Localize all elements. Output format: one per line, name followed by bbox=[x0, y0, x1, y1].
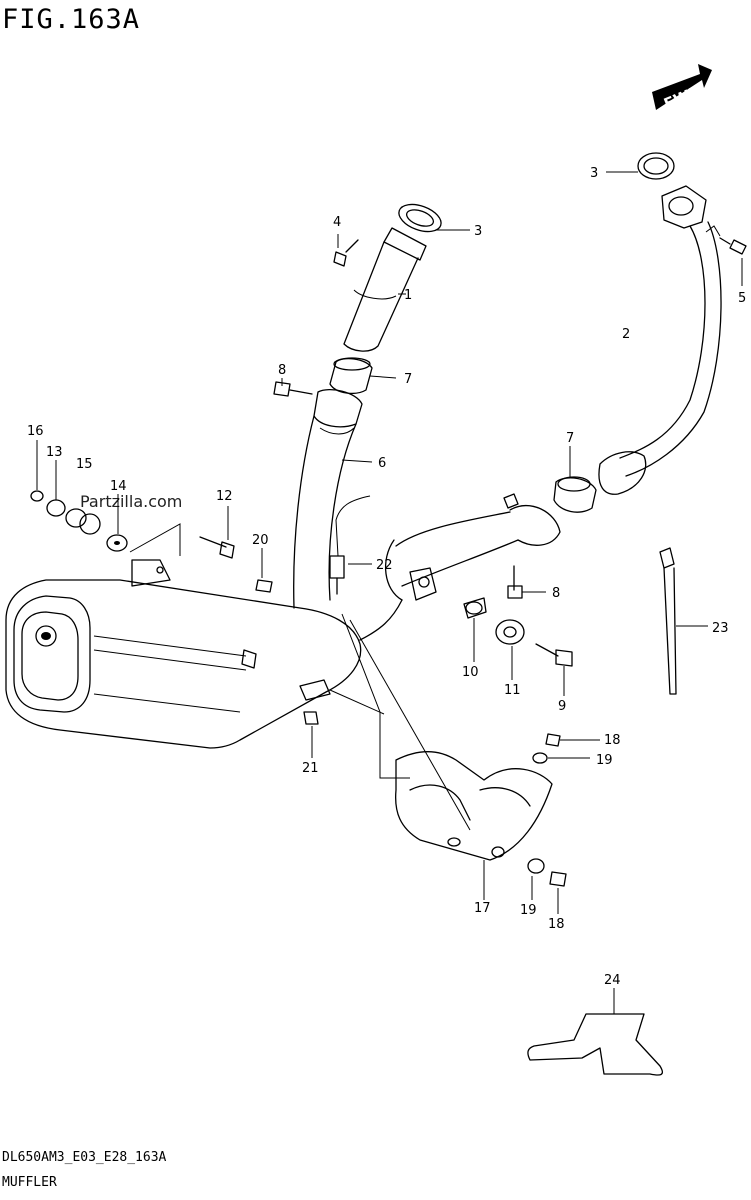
nut-21 bbox=[303, 711, 319, 725]
callout-23: 23 bbox=[712, 621, 729, 636]
callout-20: 20 bbox=[252, 533, 269, 548]
screw-18-upper bbox=[545, 733, 561, 747]
callout-3a: 3 bbox=[474, 224, 482, 239]
callout-13: 13 bbox=[46, 445, 63, 460]
callout-7a: 7 bbox=[404, 372, 412, 387]
protector-17 bbox=[394, 751, 553, 861]
clip-20 bbox=[255, 579, 273, 593]
leader-lines bbox=[36, 171, 743, 1014]
muffler-body bbox=[5, 559, 362, 749]
bolt-4 bbox=[333, 239, 359, 267]
hanger-bracket bbox=[409, 567, 437, 601]
callout-18b: 18 bbox=[548, 917, 565, 932]
bushing-11 bbox=[495, 619, 525, 645]
callout-8b: 8 bbox=[552, 586, 560, 601]
figure-caption: MUFFLER bbox=[2, 1175, 57, 1190]
screw-18-lower bbox=[549, 871, 567, 887]
callout-19a: 19 bbox=[596, 753, 613, 768]
bolt-12 bbox=[199, 536, 235, 559]
fwd-arrow-icon: FWD bbox=[652, 64, 712, 113]
callout-labels: 1 2 3 3 4 5 6 7 7 8 8 9 10 11 12 13 14 1… bbox=[27, 166, 746, 988]
washer-19-lower bbox=[527, 858, 545, 874]
callout-17: 17 bbox=[474, 901, 491, 916]
spacer-10 bbox=[463, 597, 487, 619]
callout-5: 5 bbox=[738, 291, 746, 306]
callout-15: 15 bbox=[76, 457, 93, 472]
callout-1: 1 bbox=[404, 288, 412, 303]
collector-pipe bbox=[359, 493, 561, 641]
washer-19-upper bbox=[532, 752, 548, 764]
callout-12: 12 bbox=[216, 489, 233, 504]
gasket-ring-right bbox=[637, 152, 675, 180]
grommet-stack bbox=[30, 490, 128, 552]
connector-7-left bbox=[329, 357, 373, 395]
callout-2: 2 bbox=[622, 327, 630, 342]
exhaust-pipe-left-upper bbox=[343, 203, 442, 352]
mid-pipe-6 bbox=[293, 389, 363, 609]
callout-24: 24 bbox=[604, 973, 621, 988]
bolt-5 bbox=[719, 237, 747, 255]
label-24 bbox=[527, 1013, 664, 1076]
callout-4: 4 bbox=[333, 215, 341, 230]
callout-3b: 3 bbox=[590, 166, 598, 181]
callout-19b: 19 bbox=[520, 903, 537, 918]
bolt-8-lower bbox=[507, 565, 523, 599]
figure-title: FIG.163A bbox=[2, 4, 141, 35]
callout-18a: 18 bbox=[604, 733, 621, 748]
bolt-9 bbox=[535, 643, 573, 667]
callout-16: 16 bbox=[27, 424, 44, 439]
callout-9: 9 bbox=[558, 699, 566, 714]
cable-tie-23 bbox=[659, 547, 677, 695]
callout-21: 21 bbox=[302, 761, 319, 776]
watermark: Partzilla.com bbox=[80, 492, 183, 511]
connector-7-right bbox=[553, 476, 597, 513]
callout-7b: 7 bbox=[566, 431, 574, 446]
exhaust-pipe-right bbox=[598, 185, 722, 495]
callout-14: 14 bbox=[110, 479, 127, 494]
callout-8a: 8 bbox=[278, 363, 286, 378]
callout-22: 22 bbox=[376, 558, 393, 573]
callout-11: 11 bbox=[504, 683, 521, 698]
figure-code: DL650AM3_E03_E28_163A bbox=[2, 1150, 167, 1165]
o2-sensor-22 bbox=[329, 495, 371, 595]
callout-6: 6 bbox=[378, 456, 386, 471]
bolt-8-upper bbox=[273, 381, 313, 397]
callout-10: 10 bbox=[462, 665, 479, 680]
